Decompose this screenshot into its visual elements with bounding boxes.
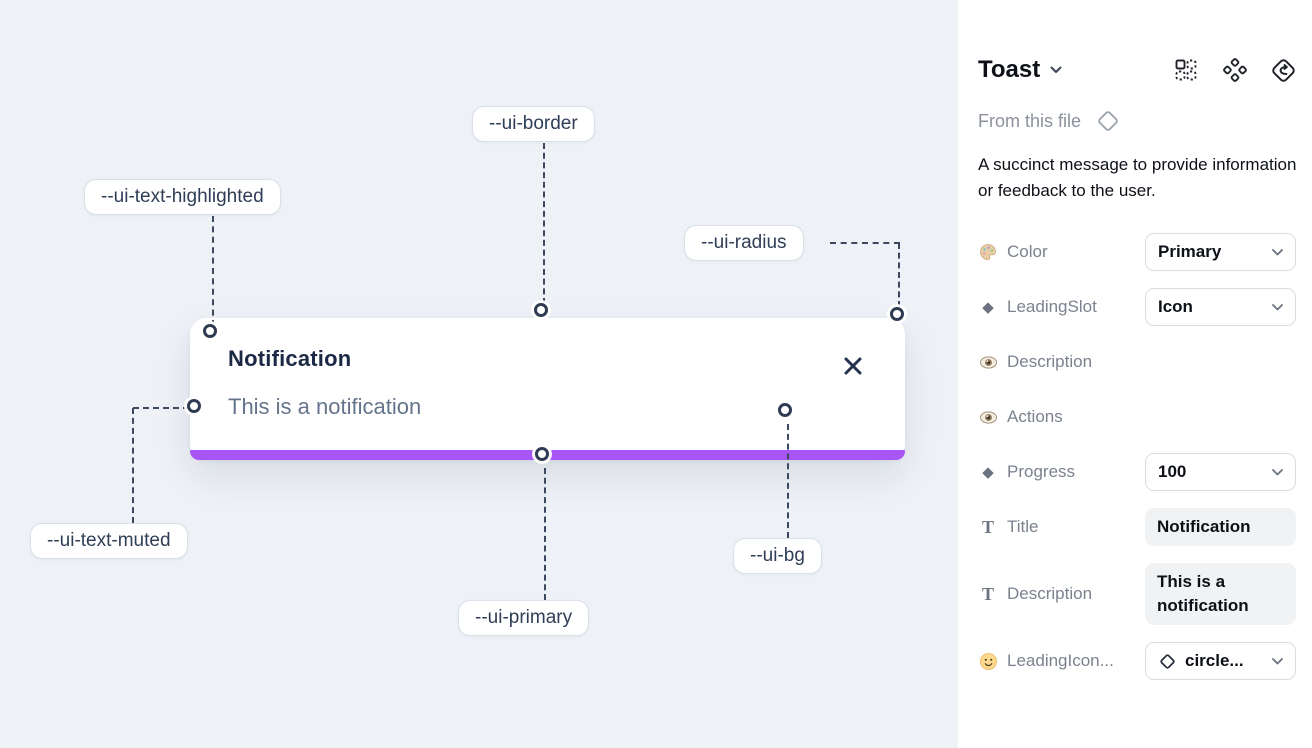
prop-label-leadingslot: LeadingSlot	[1007, 297, 1097, 316]
description-input[interactable]: This is a notification	[1145, 563, 1296, 625]
component-title: Toast	[978, 56, 1041, 83]
connector-line-primary	[544, 468, 546, 600]
connector-dot-primary[interactable]	[535, 447, 549, 461]
design-canvas[interactable]: Notification This is a notification --ui…	[0, 0, 958, 748]
prop-row-description-text: T Description This is a notification	[978, 563, 1296, 625]
diamond-outline-icon	[1098, 111, 1118, 131]
connector-line-border	[543, 143, 545, 304]
smiley-icon	[978, 652, 998, 671]
connector-dot-bg[interactable]	[778, 403, 792, 417]
toast-description: This is a notification	[228, 394, 422, 419]
connector-line-text-muted-horizontal	[133, 407, 189, 409]
swap-instance-icon[interactable]	[1271, 58, 1296, 83]
component-icon[interactable]	[1222, 58, 1247, 83]
progress-select[interactable]: 100	[1145, 453, 1296, 491]
prop-row-leadingicon: LeadingIcon... circle...	[978, 642, 1296, 680]
prop-label-actions: Actions	[1007, 407, 1063, 426]
text-icon: T	[981, 583, 994, 604]
toast-close-button[interactable]	[841, 354, 865, 378]
prop-row-description-toggle: Description	[978, 343, 1296, 389]
leadingslot-select[interactable]: Icon	[1145, 288, 1296, 326]
annotation-ui-border[interactable]: --ui-border	[472, 106, 595, 142]
title-input[interactable]: Notification	[1145, 508, 1296, 546]
connector-dot-border[interactable]	[534, 303, 548, 317]
palette-icon	[978, 242, 998, 262]
source-row: From this file	[978, 108, 1296, 134]
toast-component[interactable]: Notification This is a notification	[190, 318, 905, 460]
connector-line-bg	[787, 424, 789, 538]
prop-row-color: Color Primary	[978, 233, 1296, 271]
prop-label-description-text: Description	[1007, 584, 1093, 603]
panel-toolbar	[1173, 58, 1296, 83]
connector-line-text-highlighted	[212, 216, 214, 326]
connector-line-radius-vertical	[898, 243, 900, 307]
prop-label-description: Description	[1007, 352, 1093, 371]
chevron-down-icon	[1050, 66, 1062, 73]
prop-row-leadingslot: ◆ LeadingSlot Icon	[978, 288, 1296, 326]
prop-label-title: Title	[1007, 517, 1039, 536]
annotation-ui-text-highlighted[interactable]: --ui-text-highlighted	[84, 179, 281, 215]
properties-panel: Toast	[958, 0, 1312, 748]
leadingicon-select[interactable]: circle...	[1145, 642, 1296, 680]
connector-dot-text-highlighted[interactable]	[203, 324, 217, 338]
annotation-ui-radius[interactable]: --ui-radius	[684, 225, 804, 261]
chevron-down-icon	[1272, 468, 1283, 476]
chevron-down-icon	[1272, 657, 1283, 665]
diamond-icon: ◆	[982, 464, 994, 481]
text-icon: T	[981, 516, 994, 537]
component-description: A succinct message to provide informatio…	[978, 155, 1297, 200]
connector-dot-radius[interactable]	[890, 307, 904, 321]
toast-title: Notification	[228, 346, 352, 371]
instance-grid-icon[interactable]	[1173, 58, 1198, 83]
prop-row-progress: ◆ Progress 100	[978, 453, 1296, 491]
prop-label-color: Color	[1007, 242, 1048, 261]
annotation-ui-text-muted[interactable]: --ui-text-muted	[30, 523, 188, 559]
chevron-down-icon	[1272, 303, 1283, 311]
diamond-icon: ◆	[982, 299, 994, 316]
prop-row-title: T Title Notification	[978, 508, 1296, 546]
source-label: From this file	[978, 110, 1082, 131]
connector-dot-text-muted[interactable]	[187, 399, 201, 413]
connector-line-text-muted-vertical	[132, 408, 134, 523]
annotation-ui-primary[interactable]: --ui-primary	[458, 600, 590, 636]
eye-icon	[978, 408, 998, 427]
prop-row-actions-toggle: Actions	[978, 398, 1296, 444]
panel-header: Toast	[978, 56, 1296, 84]
diamond-outline-icon	[1158, 652, 1177, 671]
annotation-ui-bg[interactable]: --ui-bg	[733, 538, 822, 574]
eye-icon	[978, 353, 998, 372]
prop-label-progress: Progress	[1007, 462, 1076, 481]
close-icon	[844, 357, 862, 375]
component-title-dropdown[interactable]	[1050, 66, 1062, 74]
color-select[interactable]: Primary	[1145, 233, 1296, 271]
chevron-down-icon	[1272, 248, 1283, 256]
prop-label-leadingicon: LeadingIcon...	[1007, 651, 1114, 670]
property-list: Color Primary ◆ LeadingSlot Icon	[978, 233, 1296, 680]
connector-line-radius-horizontal	[830, 242, 900, 244]
